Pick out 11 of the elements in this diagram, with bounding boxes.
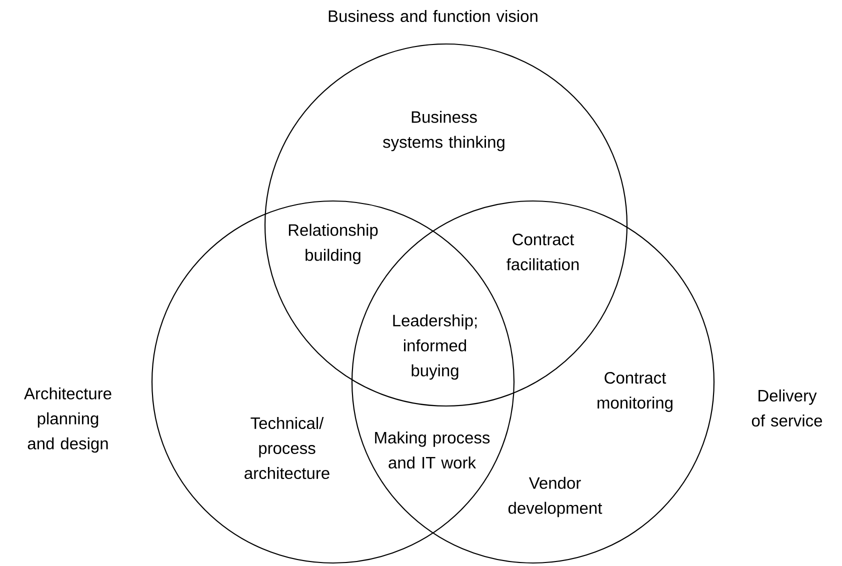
- region-label: Making process and IT work: [375, 431, 490, 469]
- region-label: Business systems thinking: [383, 110, 504, 152]
- region-label: Contract monitoring: [598, 372, 672, 412]
- circle-heading: Architecture planning and design: [24, 387, 112, 453]
- region-label: Vendor development: [508, 476, 602, 518]
- region-label: Leadership; informed buying: [393, 314, 477, 380]
- region-label: Technical/ process architecture: [244, 416, 330, 480]
- region-label: Contract facilitation: [506, 234, 579, 270]
- circle-heading: Delivery of service: [752, 389, 822, 427]
- circle-heading: Business and function vision: [328, 10, 538, 22]
- region-label: Relationship building: [288, 224, 378, 264]
